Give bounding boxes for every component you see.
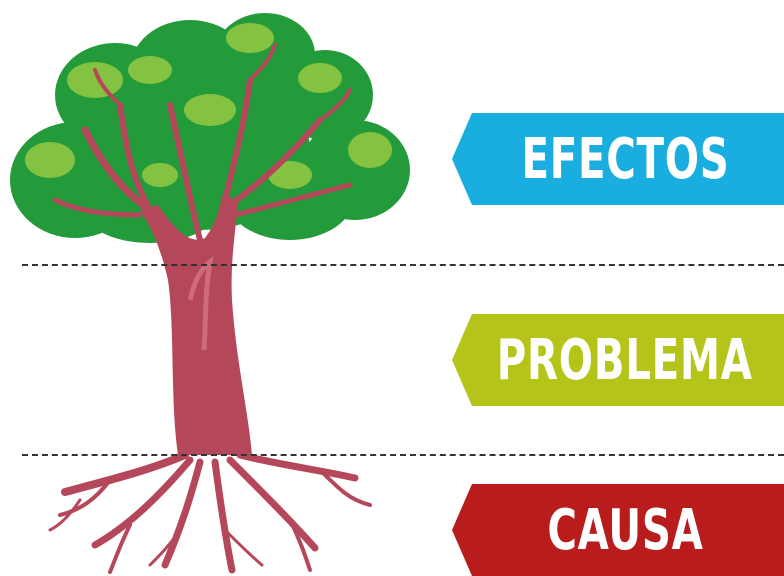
- divider-effects-problem: [22, 264, 784, 266]
- tree-roots: [48, 451, 372, 574]
- effects-banner: EFECTOS: [452, 113, 784, 205]
- tree-trunk-and-branches: [52, 43, 353, 455]
- effects-label: EFECTOS: [520, 126, 730, 192]
- problem-label: PROBLEMA: [497, 327, 753, 393]
- problem-tree-illustration: [10, 13, 410, 574]
- cause-label: CAUSA: [546, 497, 704, 563]
- divider-problem-cause: [22, 454, 784, 456]
- cause-banner: CAUSA: [452, 484, 784, 576]
- problem-banner: PROBLEMA: [452, 314, 784, 406]
